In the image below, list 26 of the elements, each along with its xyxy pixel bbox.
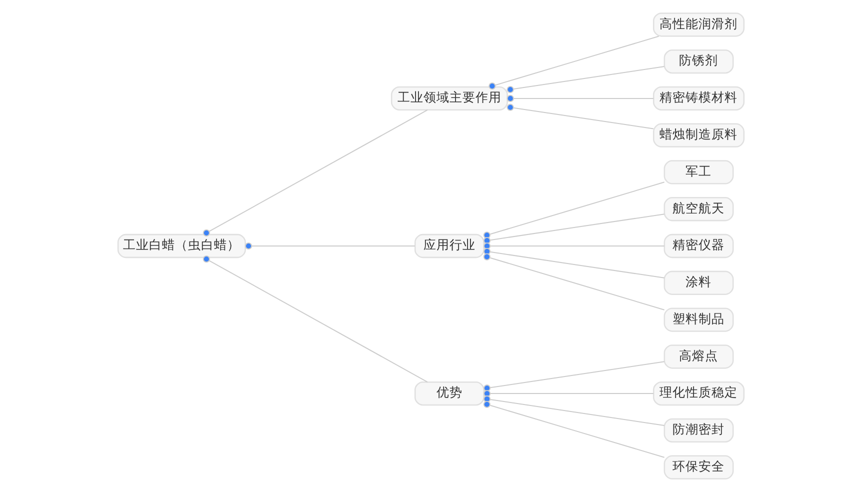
connector [506,66,664,94]
node-box: 防锈剂 [663,49,734,74]
connector [202,110,428,236]
node-box: 高熔点 [663,344,734,369]
node-box: 高性能润滑剂 [652,12,744,37]
node-box: 涂料 [663,270,734,295]
connector [482,400,664,458]
node-box: 航空航天 [663,197,734,222]
node-box: 精密铸模材料 [652,86,744,111]
connector [506,104,654,130]
node-box: 精密仪器 [663,234,734,258]
node-box: 工业白蜡（虫白蜡） [116,234,246,258]
connector [506,94,653,102]
node-box: 优势 [414,381,484,406]
connector [482,253,664,310]
node-box: 防潮密封 [663,418,734,443]
connector [202,256,428,382]
node-box: 应用行业 [414,234,484,258]
node-box: 塑料制品 [663,308,734,332]
connector [244,242,414,250]
node-box: 工业领域主要作用 [390,86,508,111]
connector [488,36,658,90]
node-box: 蜡烛制造原料 [652,123,744,148]
node-box: 军工 [663,160,734,184]
node-box: 理化性质稳定 [652,381,744,406]
node-box: 环保安全 [663,455,734,480]
